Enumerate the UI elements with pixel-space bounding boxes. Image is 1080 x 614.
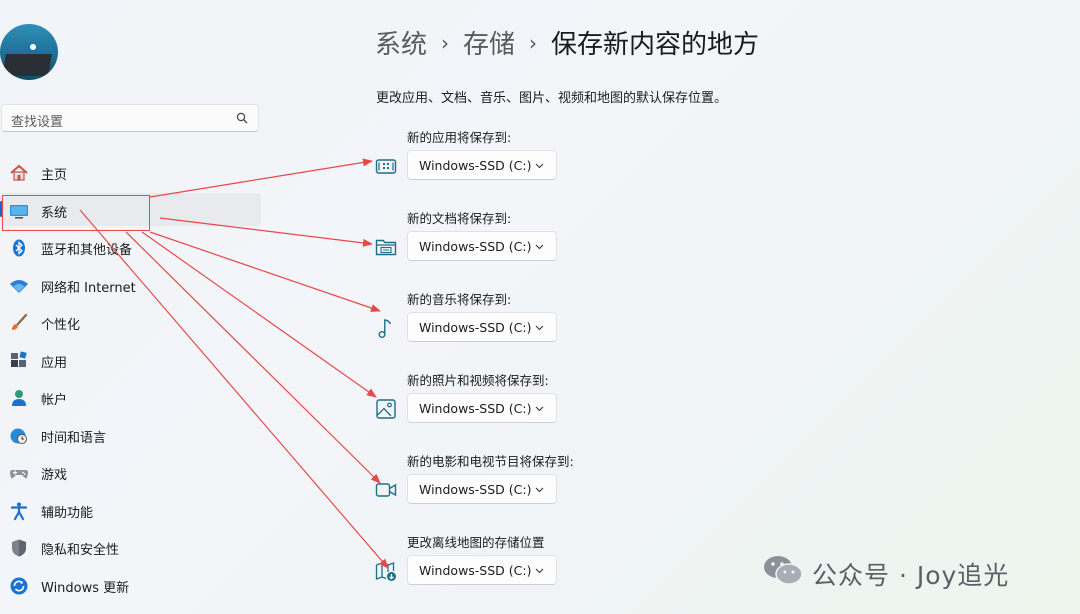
image-icon xyxy=(376,399,396,419)
save-location-photos-videos: 新的照片和视频将保存到: Windows-SSD (C:) xyxy=(375,370,595,440)
wifi-icon xyxy=(10,279,28,293)
chevron-down-icon xyxy=(535,244,544,250)
chevron-down-icon xyxy=(535,406,544,412)
video-camera-icon xyxy=(375,483,397,497)
setting-label: 新的电影和电视节目将保存到: xyxy=(407,454,574,469)
dropdown-value: Windows-SSD (C:) xyxy=(419,158,532,173)
user-avatar[interactable] xyxy=(0,24,58,80)
sidebar-item-label: 游戏 xyxy=(41,468,68,483)
sidebar-item-privacy-security[interactable]: 隐私和安全性 xyxy=(0,529,262,567)
setting-label: 更改离线地图的存储位置 xyxy=(407,535,545,550)
sidebar-item-label: 主页 xyxy=(41,168,68,183)
offline-map-icon xyxy=(375,562,396,581)
sidebar-item-apps[interactable]: 应用 xyxy=(0,342,262,380)
watermark-text: 公众号 · Joy追光 xyxy=(812,561,1010,590)
dropdown-value: Windows-SSD (C:) xyxy=(419,320,532,335)
bluetooth-icon xyxy=(13,239,25,257)
active-indicator xyxy=(0,200,3,217)
dropdown-value: Windows-SSD (C:) xyxy=(419,482,532,497)
app-storage-icon xyxy=(375,159,397,174)
chevron-down-icon xyxy=(535,487,544,493)
gamepad-icon xyxy=(10,470,28,479)
sidebar-item-label: 应用 xyxy=(41,355,68,371)
sidebar-item-bluetooth[interactable]: 蓝牙和其他设备 xyxy=(0,229,262,267)
sidebar-item-label: 帐户 xyxy=(41,393,68,408)
breadcrumb-separator: › xyxy=(529,31,538,55)
annotation-highlight-box xyxy=(2,195,150,231)
breadcrumb-storage-link[interactable]: 存储 xyxy=(463,30,516,60)
sidebar-item-label: 网络和 Internet xyxy=(41,280,136,296)
offline-maps-drive-dropdown[interactable]: Windows-SSD (C:) xyxy=(407,555,557,585)
setting-label: 新的应用将保存到: xyxy=(407,130,512,145)
sidebar-item-label: 个性化 xyxy=(41,318,81,333)
search-placeholder: 查找设置 xyxy=(11,115,64,130)
setting-label: 新的照片和视频将保存到: xyxy=(407,373,549,388)
sidebar-item-label: Windows 更新 xyxy=(41,580,130,596)
system-monitor-icon xyxy=(10,204,28,219)
movies-tv-drive-dropdown[interactable]: Windows-SSD (C:) xyxy=(407,474,557,504)
sidebar-item-label: 隐私和安全性 xyxy=(41,543,120,558)
update-icon xyxy=(10,577,28,594)
sidebar-item-network[interactable]: 网络和 Internet xyxy=(0,267,262,305)
sidebar-item-label: 蓝牙和其他设备 xyxy=(41,243,133,258)
home-icon xyxy=(10,164,28,181)
page-title: 保存新内容的地方 xyxy=(551,30,760,60)
search-icon[interactable] xyxy=(236,112,248,124)
sidebar-item-home[interactable]: 主页 xyxy=(0,154,262,192)
save-location-documents: 新的文档将保存到: Windows-SSD (C:) xyxy=(375,208,595,278)
breadcrumb-system-link[interactable]: 系统 xyxy=(375,30,428,60)
sidebar-item-label: 系统 xyxy=(41,205,68,221)
setting-label: 新的音乐将保存到: xyxy=(407,292,512,307)
shield-icon xyxy=(12,539,26,557)
music-drive-dropdown[interactable]: Windows-SSD (C:) xyxy=(407,312,557,342)
dropdown-value: Windows-SSD (C:) xyxy=(419,239,532,254)
save-location-music: 新的音乐将保存到: Windows-SSD (C:) xyxy=(375,289,595,359)
apps-drive-dropdown[interactable]: Windows-SSD (C:) xyxy=(407,150,557,180)
wechat-icon xyxy=(764,556,803,585)
accessibility-icon xyxy=(10,502,28,520)
globe-clock-icon xyxy=(10,428,27,444)
sidebar-item-time-language[interactable]: 时间和语言 xyxy=(0,417,262,455)
save-location-offline-maps: 更改离线地图的存储位置 Windows-SSD (C:) xyxy=(375,532,595,602)
chevron-down-icon xyxy=(535,325,544,331)
apps-icon xyxy=(11,350,27,367)
photos-videos-drive-dropdown[interactable]: Windows-SSD (C:) xyxy=(407,393,557,423)
chevron-down-icon xyxy=(535,568,544,574)
document-folder-icon xyxy=(375,239,397,256)
sidebar-item-label: 辅助功能 xyxy=(41,505,94,521)
chevron-down-icon xyxy=(535,163,544,169)
sidebar-item-accessibility[interactable]: 辅助功能 xyxy=(0,492,262,530)
settings-search-box[interactable]: 查找设置 xyxy=(1,104,259,132)
breadcrumb-separator: › xyxy=(441,31,450,55)
brush-icon xyxy=(12,313,28,330)
account-icon xyxy=(12,390,26,406)
sidebar-item-gaming[interactable]: 游戏 xyxy=(0,454,262,492)
dropdown-value: Windows-SSD (C:) xyxy=(419,563,532,578)
music-note-icon xyxy=(378,319,392,338)
save-location-movies-tv: 新的电影和电视节目将保存到: Windows-SSD (C:) xyxy=(375,451,595,521)
sidebar-item-label: 时间和语言 xyxy=(41,430,107,446)
breadcrumb: 系统 › 存储 › 保存新内容的地方 xyxy=(375,24,759,61)
sidebar-item-windows-update[interactable]: Windows 更新 xyxy=(0,567,262,605)
sidebar-item-accounts[interactable]: 帐户 xyxy=(0,379,262,417)
setting-label: 新的文档将保存到: xyxy=(407,211,512,226)
sidebar-item-personalization[interactable]: 个性化 xyxy=(0,304,262,342)
dropdown-value: Windows-SSD (C:) xyxy=(419,401,532,416)
save-location-apps: 新的应用将保存到: Windows-SSD (C:) xyxy=(375,127,595,197)
page-description: 更改应用、文档、音乐、图片、视频和地图的默认保存位置。 xyxy=(376,91,728,106)
documents-drive-dropdown[interactable]: Windows-SSD (C:) xyxy=(407,231,557,261)
